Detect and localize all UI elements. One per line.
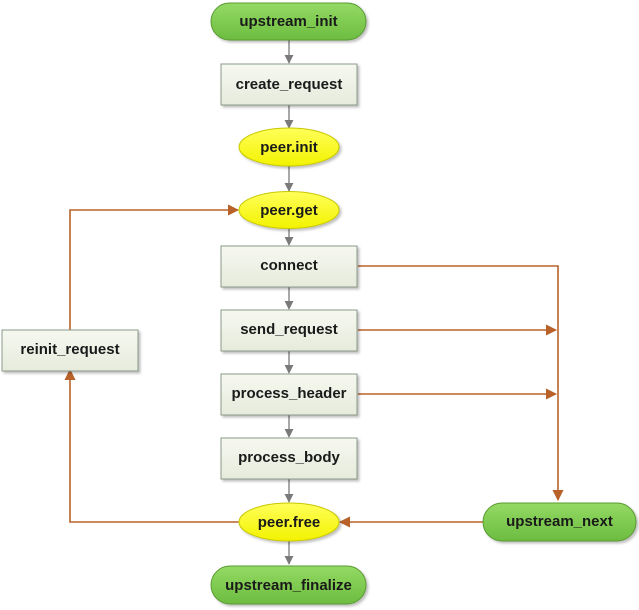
retry-flow-arrows: [64, 204, 564, 528]
node-peer-get: peer.get: [238, 191, 340, 229]
node-process-body-label: process_body: [238, 449, 340, 466]
node-connect: connect: [220, 245, 358, 288]
node-reinit-request: reinit_request: [1, 329, 139, 372]
node-upstream-init: upstream_init: [210, 2, 367, 41]
node-connect-label: connect: [260, 257, 318, 274]
node-create-request-label: create_request: [236, 76, 343, 93]
node-send-request-label: send_request: [240, 321, 338, 338]
node-peer-get-label: peer.get: [260, 202, 318, 219]
node-peer-init-label: peer.init: [260, 139, 318, 156]
node-create-request: create_request: [220, 63, 358, 106]
node-upstream-init-label: upstream_init: [239, 13, 337, 30]
node-process-body: process_body: [220, 437, 358, 480]
node-process-header: process_header: [220, 373, 358, 416]
node-peer-free: peer.free: [238, 502, 340, 542]
node-process-header-label: process_header: [231, 385, 346, 402]
node-send-request: send_request: [220, 309, 358, 352]
node-peer-init: peer.init: [238, 127, 340, 167]
node-upstream-next-label: upstream_next: [506, 513, 613, 530]
arrow-connect-to-upstream-next: [358, 265, 564, 502]
node-reinit-request-label: reinit_request: [20, 341, 119, 358]
arrow-peerfree-to-reinit: [64, 368, 240, 523]
arrow-reinit-to-peerget: [69, 204, 240, 330]
node-upstream-finalize: upstream_finalize: [210, 565, 367, 605]
node-upstream-next: upstream_next: [482, 502, 637, 542]
node-upstream-finalize-label: upstream_finalize: [225, 577, 352, 594]
node-peer-free-label: peer.free: [258, 514, 321, 531]
